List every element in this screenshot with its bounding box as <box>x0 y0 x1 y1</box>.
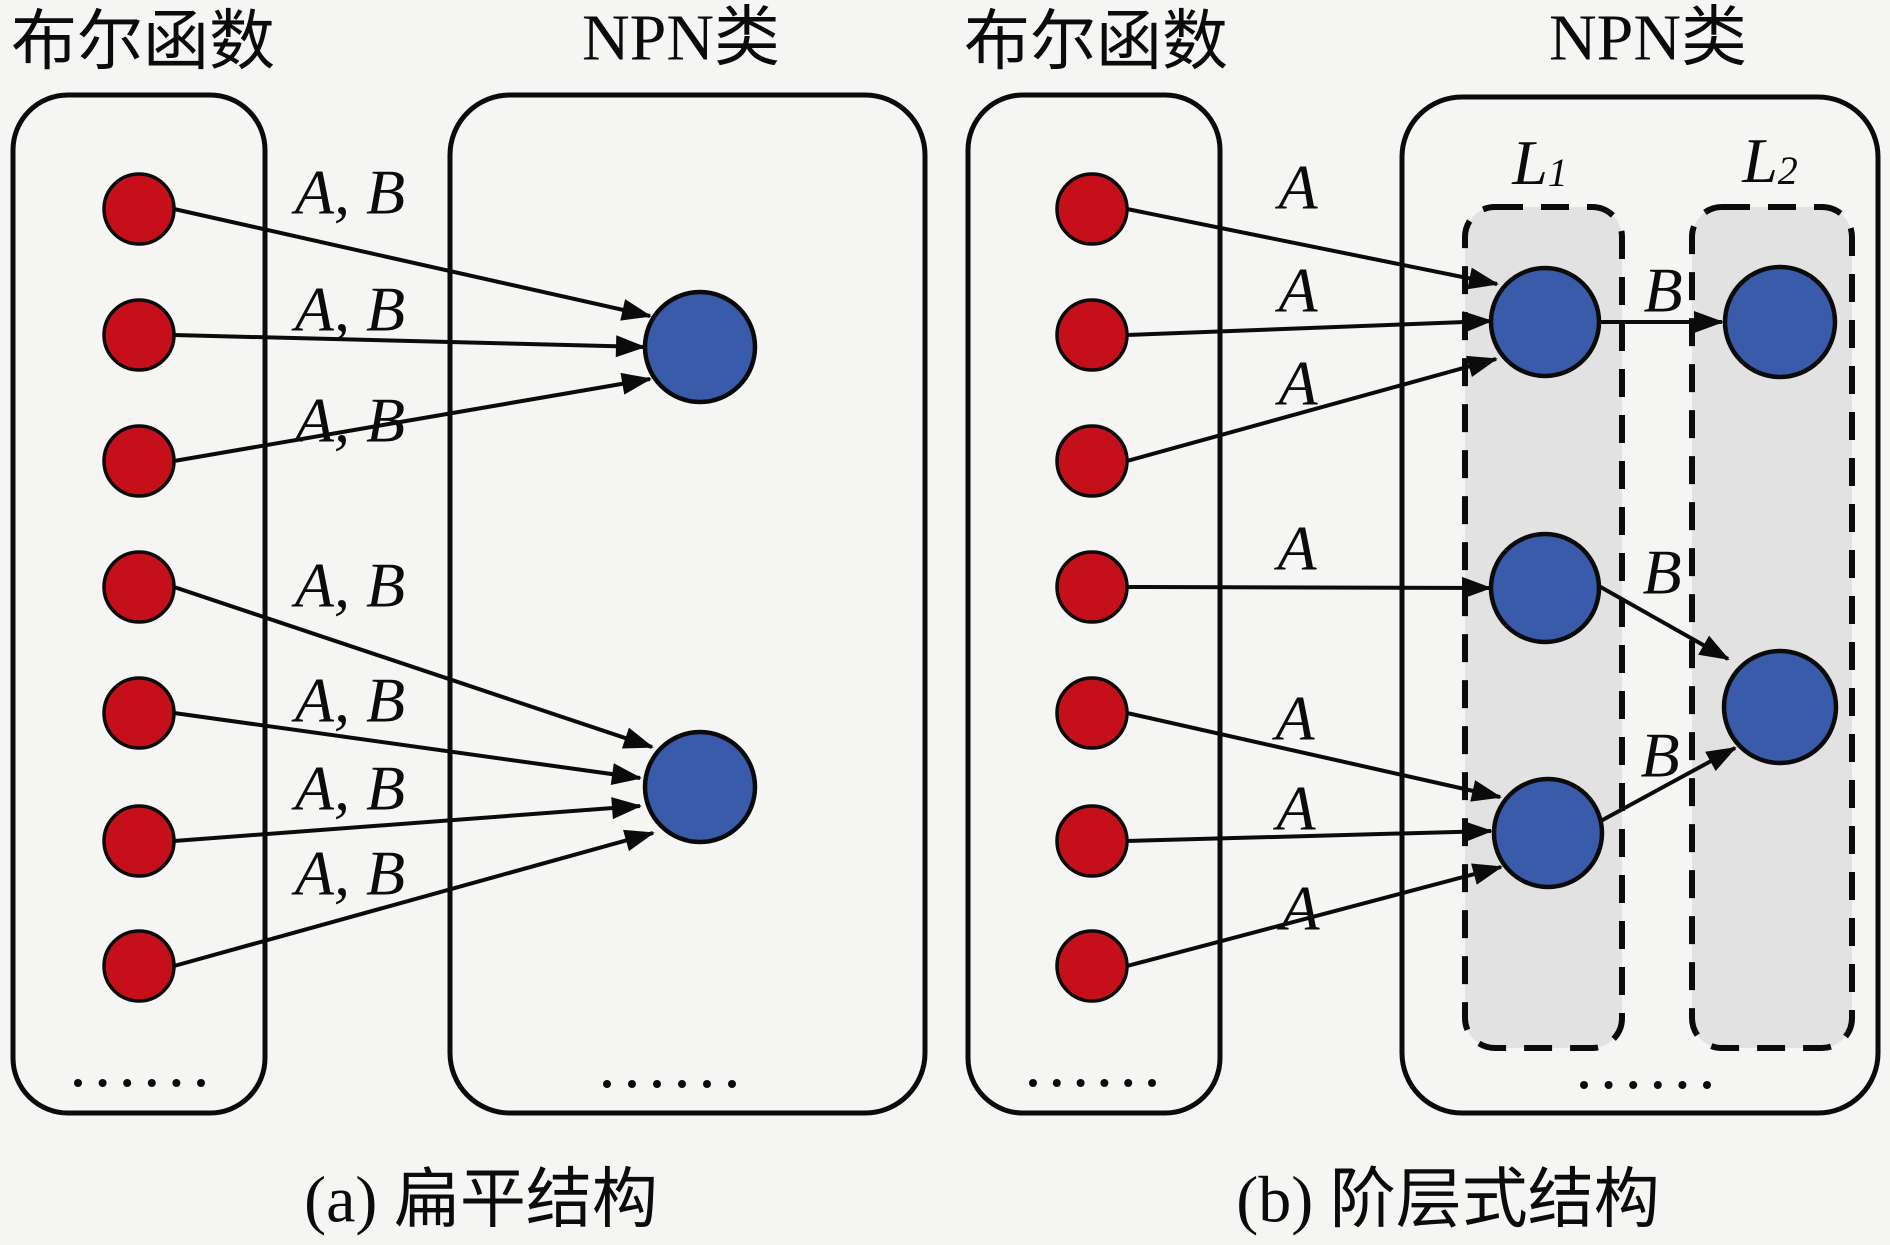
panel-a-boolean-box <box>10 92 268 1116</box>
caption-a: (a) 扁平结构 <box>304 1164 658 1237</box>
npn-class-node <box>1722 264 1838 380</box>
panel-b-npn-title: NPN类 <box>1549 2 1747 75</box>
layer-label-2: L2 <box>1741 125 1798 196</box>
ellipsis-a-npn-dot <box>603 1080 611 1088</box>
boolean-function-node <box>102 929 176 1003</box>
edge-label-5: A, B <box>291 665 405 736</box>
boolean-function-node <box>1055 550 1129 624</box>
npn-class-node <box>1488 265 1602 379</box>
panel-a-npn-title: NPN类 <box>582 2 780 75</box>
boolean-function-node <box>102 804 176 878</box>
edge-label-10: A <box>1274 348 1318 419</box>
edge-label-17: B <box>1640 720 1679 791</box>
ellipsis-b-boolean-dot <box>1029 1079 1037 1087</box>
mapping-arrow-13 <box>1126 820 1493 843</box>
mapping-arrow-10 <box>1126 355 1498 463</box>
ellipsis-a-npn-dot <box>628 1080 636 1088</box>
panel-a-npn-box <box>447 92 928 1116</box>
ellipsis-b-boolean-dot <box>1124 1079 1133 1087</box>
mapping-arrow-11 <box>1126 576 1492 599</box>
ellipsis-a-boolean-dot <box>197 1079 205 1087</box>
edge-label-7: A, B <box>291 838 405 909</box>
edge-label-11: A <box>1273 513 1317 584</box>
caption-b: (b) 阶层式结构 <box>1236 1164 1659 1237</box>
ellipsis-a-npn-dot <box>703 1080 711 1088</box>
npn-class-node <box>642 289 758 405</box>
mapping-arrow-7 <box>173 829 655 968</box>
panel-b-boolean-title: 布尔函数 <box>964 6 1228 79</box>
npn-class-node <box>1488 531 1602 645</box>
npn-class-node <box>642 729 758 845</box>
edge-label-15: B <box>1643 255 1682 326</box>
mapping-arrow-6 <box>173 797 642 843</box>
edge-label-9: A <box>1274 255 1318 326</box>
mapping-arrow-5 <box>173 711 642 786</box>
ellipsis-a-boolean-dot <box>172 1079 181 1087</box>
edge-label-3: A, B <box>291 385 405 456</box>
ellipsis-b-npn-dot <box>1653 1081 1662 1089</box>
boolean-function-node <box>1055 172 1129 246</box>
npn-class-node <box>1491 776 1605 890</box>
mapping-arrow-16 <box>1596 583 1730 661</box>
boolean-function-node <box>102 676 176 750</box>
panel-a-boolean-title: 布尔函数 <box>11 6 275 79</box>
edge-label-8: A <box>1274 152 1318 223</box>
ellipsis-b-npn-dot <box>1678 1081 1687 1089</box>
mapping-arrow-4 <box>173 585 654 749</box>
ellipsis-a-boolean-dot <box>147 1079 156 1087</box>
ellipsis-a-npn-dot <box>728 1080 736 1088</box>
ellipsis-a-boolean-dot <box>74 1079 82 1087</box>
edge-label-16: B <box>1642 537 1681 608</box>
mapping-arrow-3 <box>173 372 652 463</box>
mapping-arrow-12 <box>1126 711 1502 802</box>
ellipsis-a-npn-dot <box>653 1080 661 1088</box>
ellipsis-b-boolean-dot <box>1052 1079 1061 1087</box>
boolean-function-node <box>1055 804 1129 878</box>
ellipsis-b-npn-dot <box>1703 1081 1711 1089</box>
layer-label-1: L1 <box>1511 127 1568 198</box>
edge-label-14: A <box>1276 873 1320 944</box>
mapping-arrow-2 <box>173 333 646 358</box>
ellipsis-b-npn-dot <box>1604 1081 1613 1089</box>
boolean-function-node <box>102 172 176 246</box>
boolean-function-node <box>102 298 176 372</box>
edge-label-12: A <box>1271 683 1315 754</box>
panel-b-npn-box <box>1399 94 1881 1116</box>
edge-label-2: A, B <box>291 274 405 345</box>
layer-l2-box <box>1689 204 1855 1051</box>
boolean-function-node <box>1055 298 1129 372</box>
boolean-function-node <box>1055 676 1129 750</box>
ellipsis-b-boolean-dot <box>1076 1079 1085 1087</box>
ellipsis-a-boolean-dot <box>98 1079 107 1087</box>
ellipsis-a-npn-dot <box>678 1080 686 1088</box>
edge-label-6: A, B <box>291 753 405 824</box>
boolean-function-node <box>102 550 176 624</box>
ellipsis-b-npn-dot <box>1580 1081 1588 1089</box>
ellipsis-b-boolean-dot <box>1100 1079 1109 1087</box>
mapping-arrow-8 <box>1126 207 1499 290</box>
ellipsis-b-boolean-dot <box>1148 1079 1156 1087</box>
boolean-function-node <box>102 424 176 498</box>
mapping-arrow-14 <box>1126 863 1503 968</box>
boolean-function-node <box>1055 929 1129 1003</box>
mapping-arrow-1 <box>173 207 652 321</box>
edge-label-1: A, B <box>291 157 405 228</box>
mapping-arrow-9 <box>1126 311 1493 337</box>
boolean-function-node <box>1055 424 1129 498</box>
npn-class-node <box>1721 648 1839 766</box>
edge-label-13: A <box>1272 773 1316 844</box>
ellipsis-b-npn-dot <box>1629 1081 1638 1089</box>
mapping-arrow-17 <box>1596 746 1737 825</box>
ellipsis-a-boolean-dot <box>123 1079 132 1087</box>
panel-b-boolean-box <box>965 92 1223 1116</box>
edge-label-4: A, B <box>291 550 405 621</box>
